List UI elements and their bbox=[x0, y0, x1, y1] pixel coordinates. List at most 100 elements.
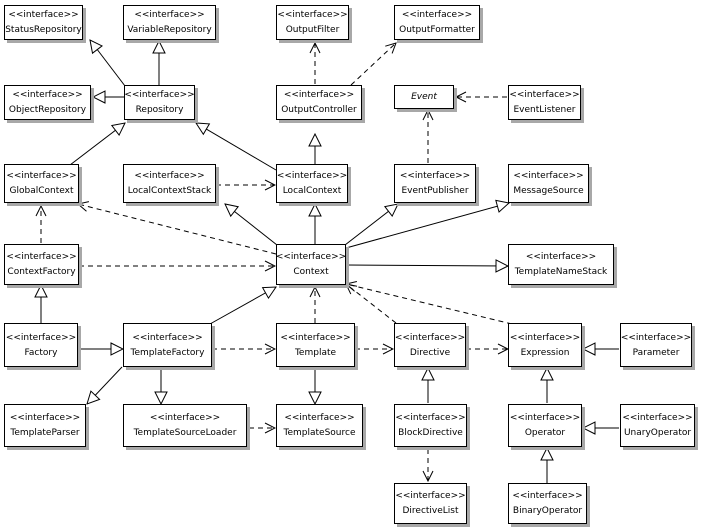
class-name: MessageSource bbox=[513, 186, 584, 196]
context-extends-eventpublisher bbox=[344, 204, 398, 246]
class-name: LocalContext bbox=[282, 186, 342, 196]
template-class[interactable]: <<interface>> Template bbox=[276, 323, 355, 367]
class-name: Expression bbox=[520, 347, 570, 358]
stereotype-label: <<interface>> bbox=[512, 491, 583, 501]
directive-class[interactable]: <<interface>> Directive bbox=[394, 323, 466, 367]
template-source-loader-class[interactable]: <<interface>> TemplateSourceLoader bbox=[123, 404, 247, 447]
stereotype-label: <<interface>> bbox=[394, 332, 466, 343]
class-name: Operator bbox=[524, 428, 566, 438]
directive-list-class[interactable]: <<interface>> DirectiveList bbox=[394, 483, 467, 524]
factory-class[interactable]: <<interface>> Factory bbox=[4, 323, 78, 367]
stereotype-label: <<interface>> bbox=[513, 171, 584, 181]
class-name: Directive bbox=[409, 347, 451, 358]
stereotype-label: <<interface>> bbox=[134, 171, 205, 181]
operator-class[interactable]: <<interface>> Operator bbox=[508, 404, 582, 447]
class-name: Factory bbox=[24, 347, 58, 358]
class-name: Parameter bbox=[632, 347, 680, 358]
event-publisher-class[interactable]: <<interface>> EventPublisher bbox=[394, 164, 476, 203]
class-name: LocalContextStack bbox=[127, 186, 212, 196]
stereotype-label: <<interface>> bbox=[6, 171, 77, 181]
template-name-stack-class[interactable]: <<interface>> TemplateNameStack bbox=[508, 244, 614, 285]
class-name: OutputFormatter bbox=[399, 25, 475, 35]
stereotype-label: <<interface>> bbox=[134, 10, 205, 20]
class-name: UnaryOperator bbox=[623, 428, 692, 438]
context-extends-messagesource bbox=[345, 203, 509, 249]
class-name: TemplateNameStack bbox=[514, 267, 608, 277]
class-name: DirectiveList bbox=[402, 506, 459, 516]
template-source-class[interactable]: <<interface>> TemplateSource bbox=[276, 404, 363, 447]
local-context-stack-class[interactable]: <<interface>> LocalContextStack bbox=[123, 164, 216, 203]
stereotype-label: <<interface>> bbox=[132, 332, 203, 343]
class-name: GlobalContext bbox=[9, 186, 74, 196]
stereotype-label: <<interface>> bbox=[284, 413, 355, 423]
directive-depends-context bbox=[346, 284, 397, 324]
stereotype-label: <<interface>> bbox=[9, 413, 81, 423]
context-factory-class[interactable]: <<interface>> ContextFactory bbox=[4, 244, 79, 285]
stereotype-label: <<interface>> bbox=[283, 90, 355, 100]
repository-extends-statusrepository bbox=[90, 40, 126, 87]
class-name: EventPublisher bbox=[401, 186, 469, 196]
parameter-class[interactable]: <<interface>> Parameter bbox=[620, 323, 692, 367]
stereotype-label: <<interface>> bbox=[12, 90, 83, 100]
outputcontroller-depends-outputformatter bbox=[350, 43, 396, 86]
stereotype-label: <<interface>> bbox=[395, 413, 466, 423]
context-class[interactable]: <<interface>> Context bbox=[276, 244, 346, 285]
stereotype-label: <<interface>> bbox=[276, 252, 346, 262]
stereotype-label: <<interface>> bbox=[622, 413, 693, 423]
template-factory-class[interactable]: <<interface>> TemplateFactory bbox=[123, 323, 212, 367]
context-depends-globalcontext bbox=[78, 204, 277, 255]
context-extends-templatenamestack bbox=[345, 265, 508, 266]
expression-class[interactable]: <<interface>> Expression bbox=[508, 323, 582, 367]
output-formatter-class[interactable]: <<interface>> OutputFormatter bbox=[394, 5, 480, 40]
stereotype-label: <<interface>> bbox=[509, 90, 580, 100]
global-context-class[interactable]: <<interface>> GlobalContext bbox=[4, 164, 79, 203]
class-name: StatusRepository bbox=[5, 25, 82, 35]
expression-depends-context bbox=[346, 284, 513, 325]
class-name: OutputController bbox=[281, 105, 357, 115]
object-repository-class[interactable]: <<interface>> ObjectRepository bbox=[4, 85, 91, 120]
localcontext-extends-repository bbox=[196, 123, 277, 171]
class-name: VariableRepository bbox=[127, 25, 212, 35]
class-name: TemplateParser bbox=[10, 428, 80, 438]
class-name: Repository bbox=[135, 105, 184, 115]
binary-operator-class[interactable]: <<interface>> BinaryOperator bbox=[508, 483, 587, 524]
stereotype-label: <<interface>> bbox=[509, 413, 581, 423]
class-name: OutputFilter bbox=[285, 25, 340, 35]
class-name: EventListener bbox=[513, 105, 576, 115]
repository-class[interactable]: <<interface>> Repository bbox=[124, 85, 195, 120]
class-name: Event bbox=[411, 92, 437, 102]
local-context-class[interactable]: <<interface>> LocalContext bbox=[276, 164, 348, 203]
templatefactory-extends-context bbox=[209, 287, 276, 325]
class-name: Template bbox=[294, 347, 337, 358]
stereotype-label: <<interface>> bbox=[401, 10, 473, 20]
stereotype-label: <<interface>> bbox=[277, 10, 348, 20]
stereotype-label: <<interface>> bbox=[124, 90, 195, 100]
unary-operator-class[interactable]: <<interface>> UnaryOperator bbox=[620, 404, 695, 447]
variable-repository-class[interactable]: <<interface>> VariableRepository bbox=[123, 5, 216, 40]
output-filter-class[interactable]: <<interface>> OutputFilter bbox=[276, 5, 349, 40]
block-directive-class[interactable]: <<interface>> BlockDirective bbox=[394, 404, 467, 447]
template-parser-class[interactable]: <<interface>> TemplateParser bbox=[4, 404, 86, 447]
stereotype-label: <<interface>> bbox=[620, 332, 692, 343]
message-source-class[interactable]: <<interface>> MessageSource bbox=[508, 164, 589, 203]
stereotype-label: <<interface>> bbox=[276, 171, 348, 181]
status-repository-class[interactable]: <<interface>> StatusRepository bbox=[4, 5, 83, 40]
stereotype-label: <<interface>> bbox=[509, 332, 581, 343]
class-name: TemplateFactory bbox=[130, 347, 205, 358]
class-name: Context bbox=[293, 267, 329, 277]
event-listener-class[interactable]: <<interface>> EventListener bbox=[508, 85, 581, 120]
stereotype-label: <<interface>> bbox=[149, 413, 221, 423]
event-class[interactable]: Event bbox=[394, 85, 454, 109]
stereotype-label: <<interface>> bbox=[6, 252, 77, 262]
stereotype-label: <<interface>> bbox=[8, 10, 79, 20]
output-controller-class[interactable]: <<interface>> OutputController bbox=[276, 85, 362, 120]
class-name: BinaryOperator bbox=[512, 506, 583, 516]
class-name: TemplateSource bbox=[283, 428, 356, 438]
globalcontext-extends-repository bbox=[69, 123, 125, 166]
templatefactory-extends-templateparser bbox=[87, 366, 123, 404]
context-extends-localcontextstack bbox=[225, 204, 278, 246]
class-name: ContextFactory bbox=[7, 267, 76, 277]
class-name: ObjectRepository bbox=[8, 105, 87, 115]
